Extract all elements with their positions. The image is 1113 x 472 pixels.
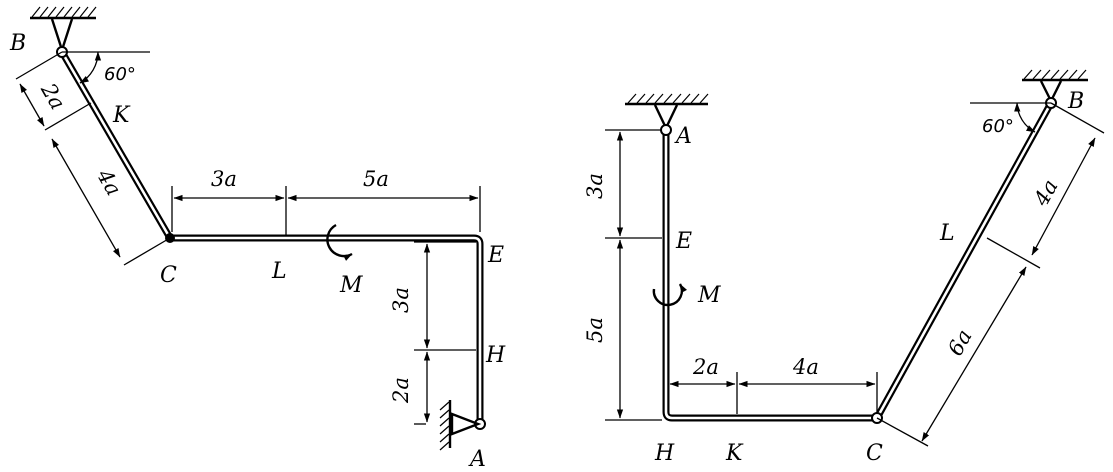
left-horizontal-dimension: 3a 5a [171,167,481,236]
left-label-c: C [160,263,177,288]
right-label-k: K [725,441,744,466]
left-dim-kc: 4a [92,164,126,199]
right-label-l: L [939,221,955,246]
left-dim-le: 5a [363,167,389,191]
right-moment-arrow [652,283,687,307]
left-label-l: L [271,259,287,284]
left-angle-60: 60° [62,51,150,85]
left-label-h: H [485,343,506,368]
right-inclined-dimension: 4a 6a [876,102,1105,447]
right-vertical-dimension: 3a 5a [583,129,662,421]
left-inclined-dimension: 2a 4a [15,51,171,266]
left-label-b: B [9,31,26,56]
right-label-e: E [675,229,692,254]
left-dim-bk: 2a [36,78,70,113]
left-label-e: E [487,243,504,268]
left-moment-arrow [326,223,353,261]
left-label-k: K [112,103,131,128]
left-label-m: M [339,273,363,298]
right-label-m: M [697,283,721,308]
left-dim-eh: 3a [389,287,413,313]
left-vertical-dimension: 3a 2a [389,241,476,425]
left-pin-support-a [439,400,486,451]
right-label-a: A [674,124,692,149]
right-label-b: B [1067,89,1084,114]
right-label-c: C [866,441,883,466]
right-figure: 60° 3a 5a 2a 4a 4a [583,69,1105,466]
right-dim-kc: 4a [792,355,819,379]
left-angle-label: 60° [104,64,136,85]
left-pin-support-b [30,6,97,54]
left-dim-cl: 3a [211,167,237,191]
left-label-a: A [468,447,486,472]
right-dim-ae: 3a [583,173,607,199]
right-angle-60: 60° [970,102,1051,137]
right-dim-bl: 4a [1029,175,1063,210]
left-dim-ha: 2a [389,377,413,404]
right-dim-eh: 5a [583,317,607,343]
right-pin-support-a [625,93,709,131]
right-dim-lc: 6a [943,325,977,359]
right-horizontal-dimension: 2a 4a [669,355,878,414]
right-angle-label: 60° [982,116,1014,137]
right-dim-hk: 2a [692,355,719,379]
right-frame-members [660,97,1057,424]
right-label-h: H [654,441,675,466]
left-figure: 60° 2a 4a 3a 5a 3 [9,6,506,472]
